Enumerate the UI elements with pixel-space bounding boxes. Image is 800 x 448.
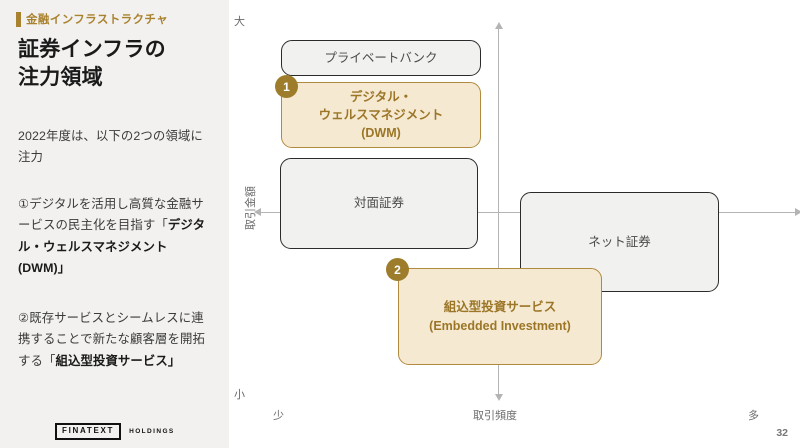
- page-title-line-2: 注力領域: [18, 65, 103, 89]
- sidebar-paragraph-two: ②既存サービスとシームレスに連携することで新たな顧客層を開拓する「組込型投資サー…: [18, 308, 214, 372]
- y-axis-down-arrow-icon: [495, 394, 503, 401]
- page-number: 32: [776, 427, 788, 439]
- sidebar-paragraph-one-lead: ①デジタルを活用し高質な金融サービスの民主化を目指す「: [18, 197, 204, 233]
- x-axis-title: 取引頻度: [473, 410, 517, 422]
- chart-item-taimen-shoken[interactable]: 対面証券: [280, 158, 478, 249]
- page-title-line-1: 証券インフラの: [18, 38, 166, 61]
- sidebar-paragraph-one-emphasis: デジタル・ウェルスマネジメント(DWM): [18, 218, 206, 275]
- badge-marker-2: 2: [386, 258, 409, 281]
- accent-bar-icon: [16, 11, 21, 27]
- x-axis-left-tick-label: 少: [273, 410, 284, 422]
- chart-item-embedded-investment-label: 組込型投資サービス (Embedded Investment): [429, 298, 571, 334]
- sidebar-paragraph-intro-text: 2022年度は、以下の2つの領域に注力: [18, 129, 203, 165]
- x-axis-right-tick-label: 多: [748, 410, 759, 422]
- eyebrow-label: 金融インフラストラクチャ: [26, 14, 169, 26]
- chart-item-embedded-investment[interactable]: 組込型投資サービス (Embedded Investment): [398, 268, 602, 365]
- chart-item-private-bank[interactable]: プライベートバンク: [281, 40, 481, 76]
- y-axis-top-tick-label: 大: [234, 16, 245, 28]
- y-axis-up-arrow-icon: [495, 22, 503, 29]
- logo-subtitle: HOLDINGS: [129, 428, 175, 435]
- chart-item-dwm[interactable]: デジタル・ ウェルスマネジメント (DWM): [281, 82, 481, 148]
- sidebar-paragraph-two-emphasis: 組込型投資サービス: [55, 353, 168, 368]
- chart-item-dwm-line-2: ウェルスマネジメント: [318, 107, 444, 122]
- chart-item-private-bank-label: プライベートバンク: [324, 50, 438, 65]
- company-logo: FINATEXT HOLDINGS: [55, 423, 175, 440]
- chart-item-dwm-line-1: デジタル・: [349, 89, 413, 104]
- chart-item-net-shoken-label: ネット証券: [588, 234, 651, 249]
- quadrant-chart: 大 小 取引金額 少 取引頻度 多 プライベートバンク デジタル・ ウェルスマネ…: [229, 0, 800, 448]
- sidebar-paragraph-intro: 2022年度は、以下の2つの領域に注力: [18, 126, 214, 169]
- logo-wordmark: FINATEXT: [55, 423, 122, 440]
- y-axis-line: [498, 28, 499, 396]
- x-axis-left-arrow-icon: [254, 208, 261, 216]
- sidebar-paragraph-one-tail: 」: [57, 260, 71, 275]
- section-eyebrow: 金融インフラストラクチャ: [16, 11, 168, 27]
- chart-item-dwm-line-3: (DWM): [361, 126, 401, 141]
- chart-item-embedded-investment-line-1: 組込型投資サービス: [443, 300, 557, 315]
- page-title: 証券インフラの 注力領域: [18, 36, 218, 91]
- y-axis-bottom-tick-label: 小: [234, 389, 245, 401]
- badge-marker-1: 1: [275, 75, 298, 98]
- sidebar: 金融インフラストラクチャ 証券インフラの 注力領域 2022年度は、以下の2つの…: [0, 0, 229, 448]
- x-axis-right-arrow-icon: [795, 208, 800, 216]
- sidebar-paragraph-one: ①デジタルを活用し高質な金融サービスの民主化を目指す「デジタル・ウェルスマネジメ…: [18, 194, 214, 279]
- chart-item-embedded-investment-line-2: (Embedded Investment): [429, 318, 571, 333]
- chart-item-dwm-label: デジタル・ ウェルスマネジメント (DWM): [319, 88, 444, 142]
- chart-item-taimen-shoken-label: 対面証券: [353, 196, 404, 211]
- sidebar-paragraph-two-lead: ②既存サービスとシームレスに連携することで新たな顧客層を開拓する「: [18, 311, 205, 368]
- y-axis-title: 取引金額: [245, 186, 257, 230]
- sidebar-paragraph-two-tail: 」: [167, 353, 181, 368]
